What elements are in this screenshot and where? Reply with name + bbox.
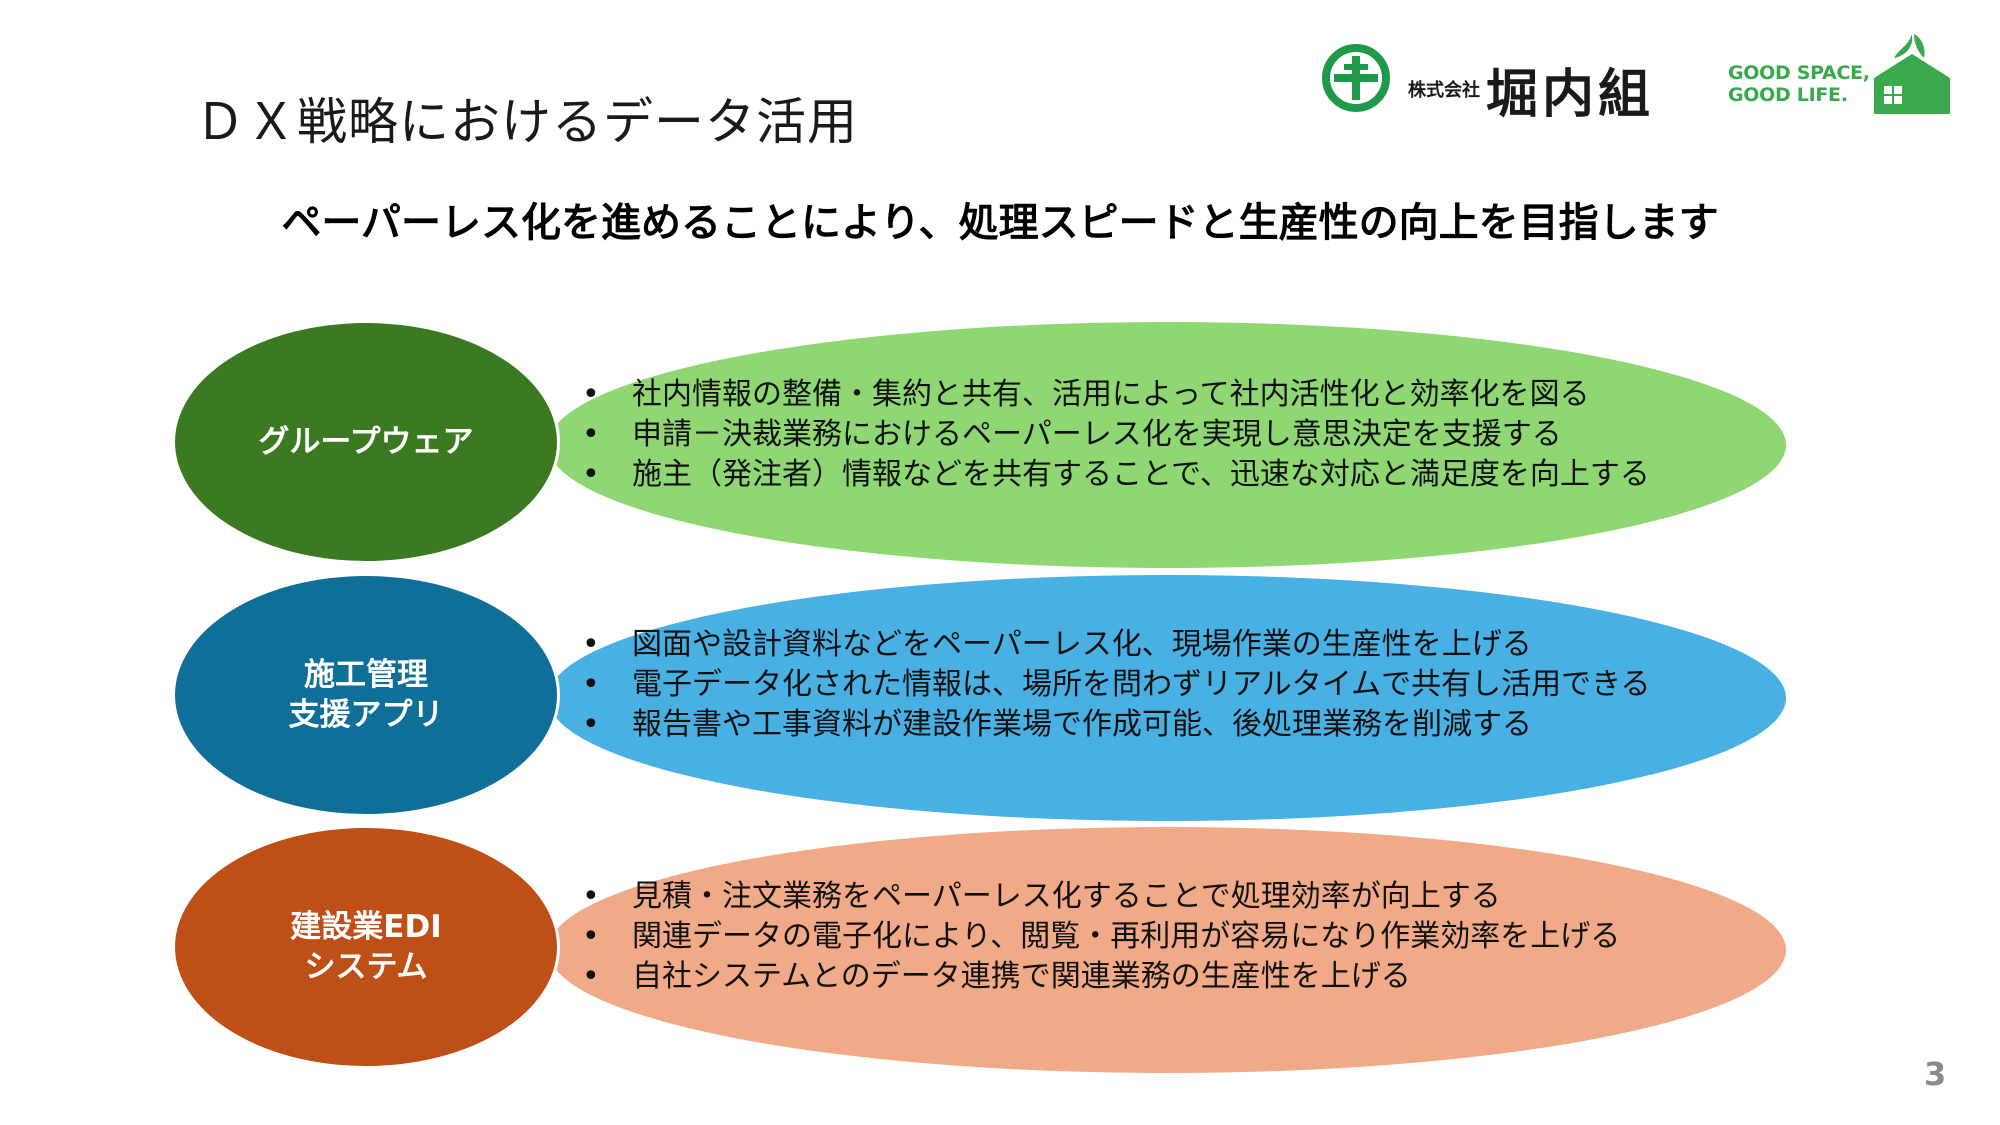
construction-app-label: 施工管理 支援アプリ [288, 657, 444, 733]
slide-subtitle: ペーパーレス化を進めることにより、処理スピードと生産性の向上を目指します [281, 200, 1719, 246]
company-logo: 株式会社 堀内組 GOOD SPACE, GOOD LIFE. [1320, 28, 1960, 125]
groupware-label: グループウェア [258, 424, 474, 460]
page-number: 3 [1924, 1055, 1947, 1093]
slide-title: ＤＸ戦略におけるデータ活用 [195, 93, 858, 151]
house-leaf-icon [1874, 34, 1950, 114]
list-item: 図面や設計資料などをペーパーレス化、現場作業の生産性を上げる [582, 625, 1651, 665]
list-item: 報告書や工事資料が建設作業場で作成可能、後処理業務を削減する [582, 705, 1651, 745]
edi-system-label: 建設業EDI システム [290, 909, 442, 985]
slogan-line-2: GOOD LIFE. [1728, 84, 1848, 106]
construction-app-circle: 施工管理 支援アプリ [172, 573, 560, 817]
list-item: 申請－決裁業務におけるペーパーレス化を実現し意思決定を支援する [582, 415, 1650, 455]
list-item: 施主（発注者）情報などを共有することで、迅速な対応と満足度を向上する [582, 455, 1650, 495]
edi-system-circle: 建設業EDI システム [172, 825, 560, 1069]
slogan-line-1: GOOD SPACE, [1728, 62, 1870, 84]
company-name: 堀内組 [1486, 64, 1655, 125]
company-prefix: 株式会社 [1408, 80, 1480, 101]
groupware-circle: グループウェア [172, 320, 560, 564]
company-emblem-icon [1322, 44, 1390, 112]
list-item: 電子データ化された情報は、場所を問わずリアルタイムで共有し活用できる [582, 665, 1651, 705]
list-item: 社内情報の整備・集約と共有、活用によって社内活性化と効率化を図る [582, 375, 1650, 415]
brand-slogan: GOOD SPACE, GOOD LIFE. [1728, 62, 1870, 106]
list-item: 見積・注文業務をペーパーレス化することで処理効率が向上する [582, 877, 1620, 917]
list-item: 自社システムとのデータ連携で関連業務の生産性を上げる [582, 957, 1620, 997]
edi-system-bullets: 見積・注文業務をペーパーレス化することで処理効率が向上する 関連データの電子化に… [582, 877, 1620, 997]
groupware-bullets: 社内情報の整備・集約と共有、活用によって社内活性化と効率化を図る 申請－決裁業務… [582, 375, 1650, 495]
construction-app-bullets: 図面や設計資料などをペーパーレス化、現場作業の生産性を上げる 電子データ化された… [582, 625, 1651, 745]
list-item: 関連データの電子化により、閲覧・再利用が容易になり作業効率を上げる [582, 917, 1620, 957]
